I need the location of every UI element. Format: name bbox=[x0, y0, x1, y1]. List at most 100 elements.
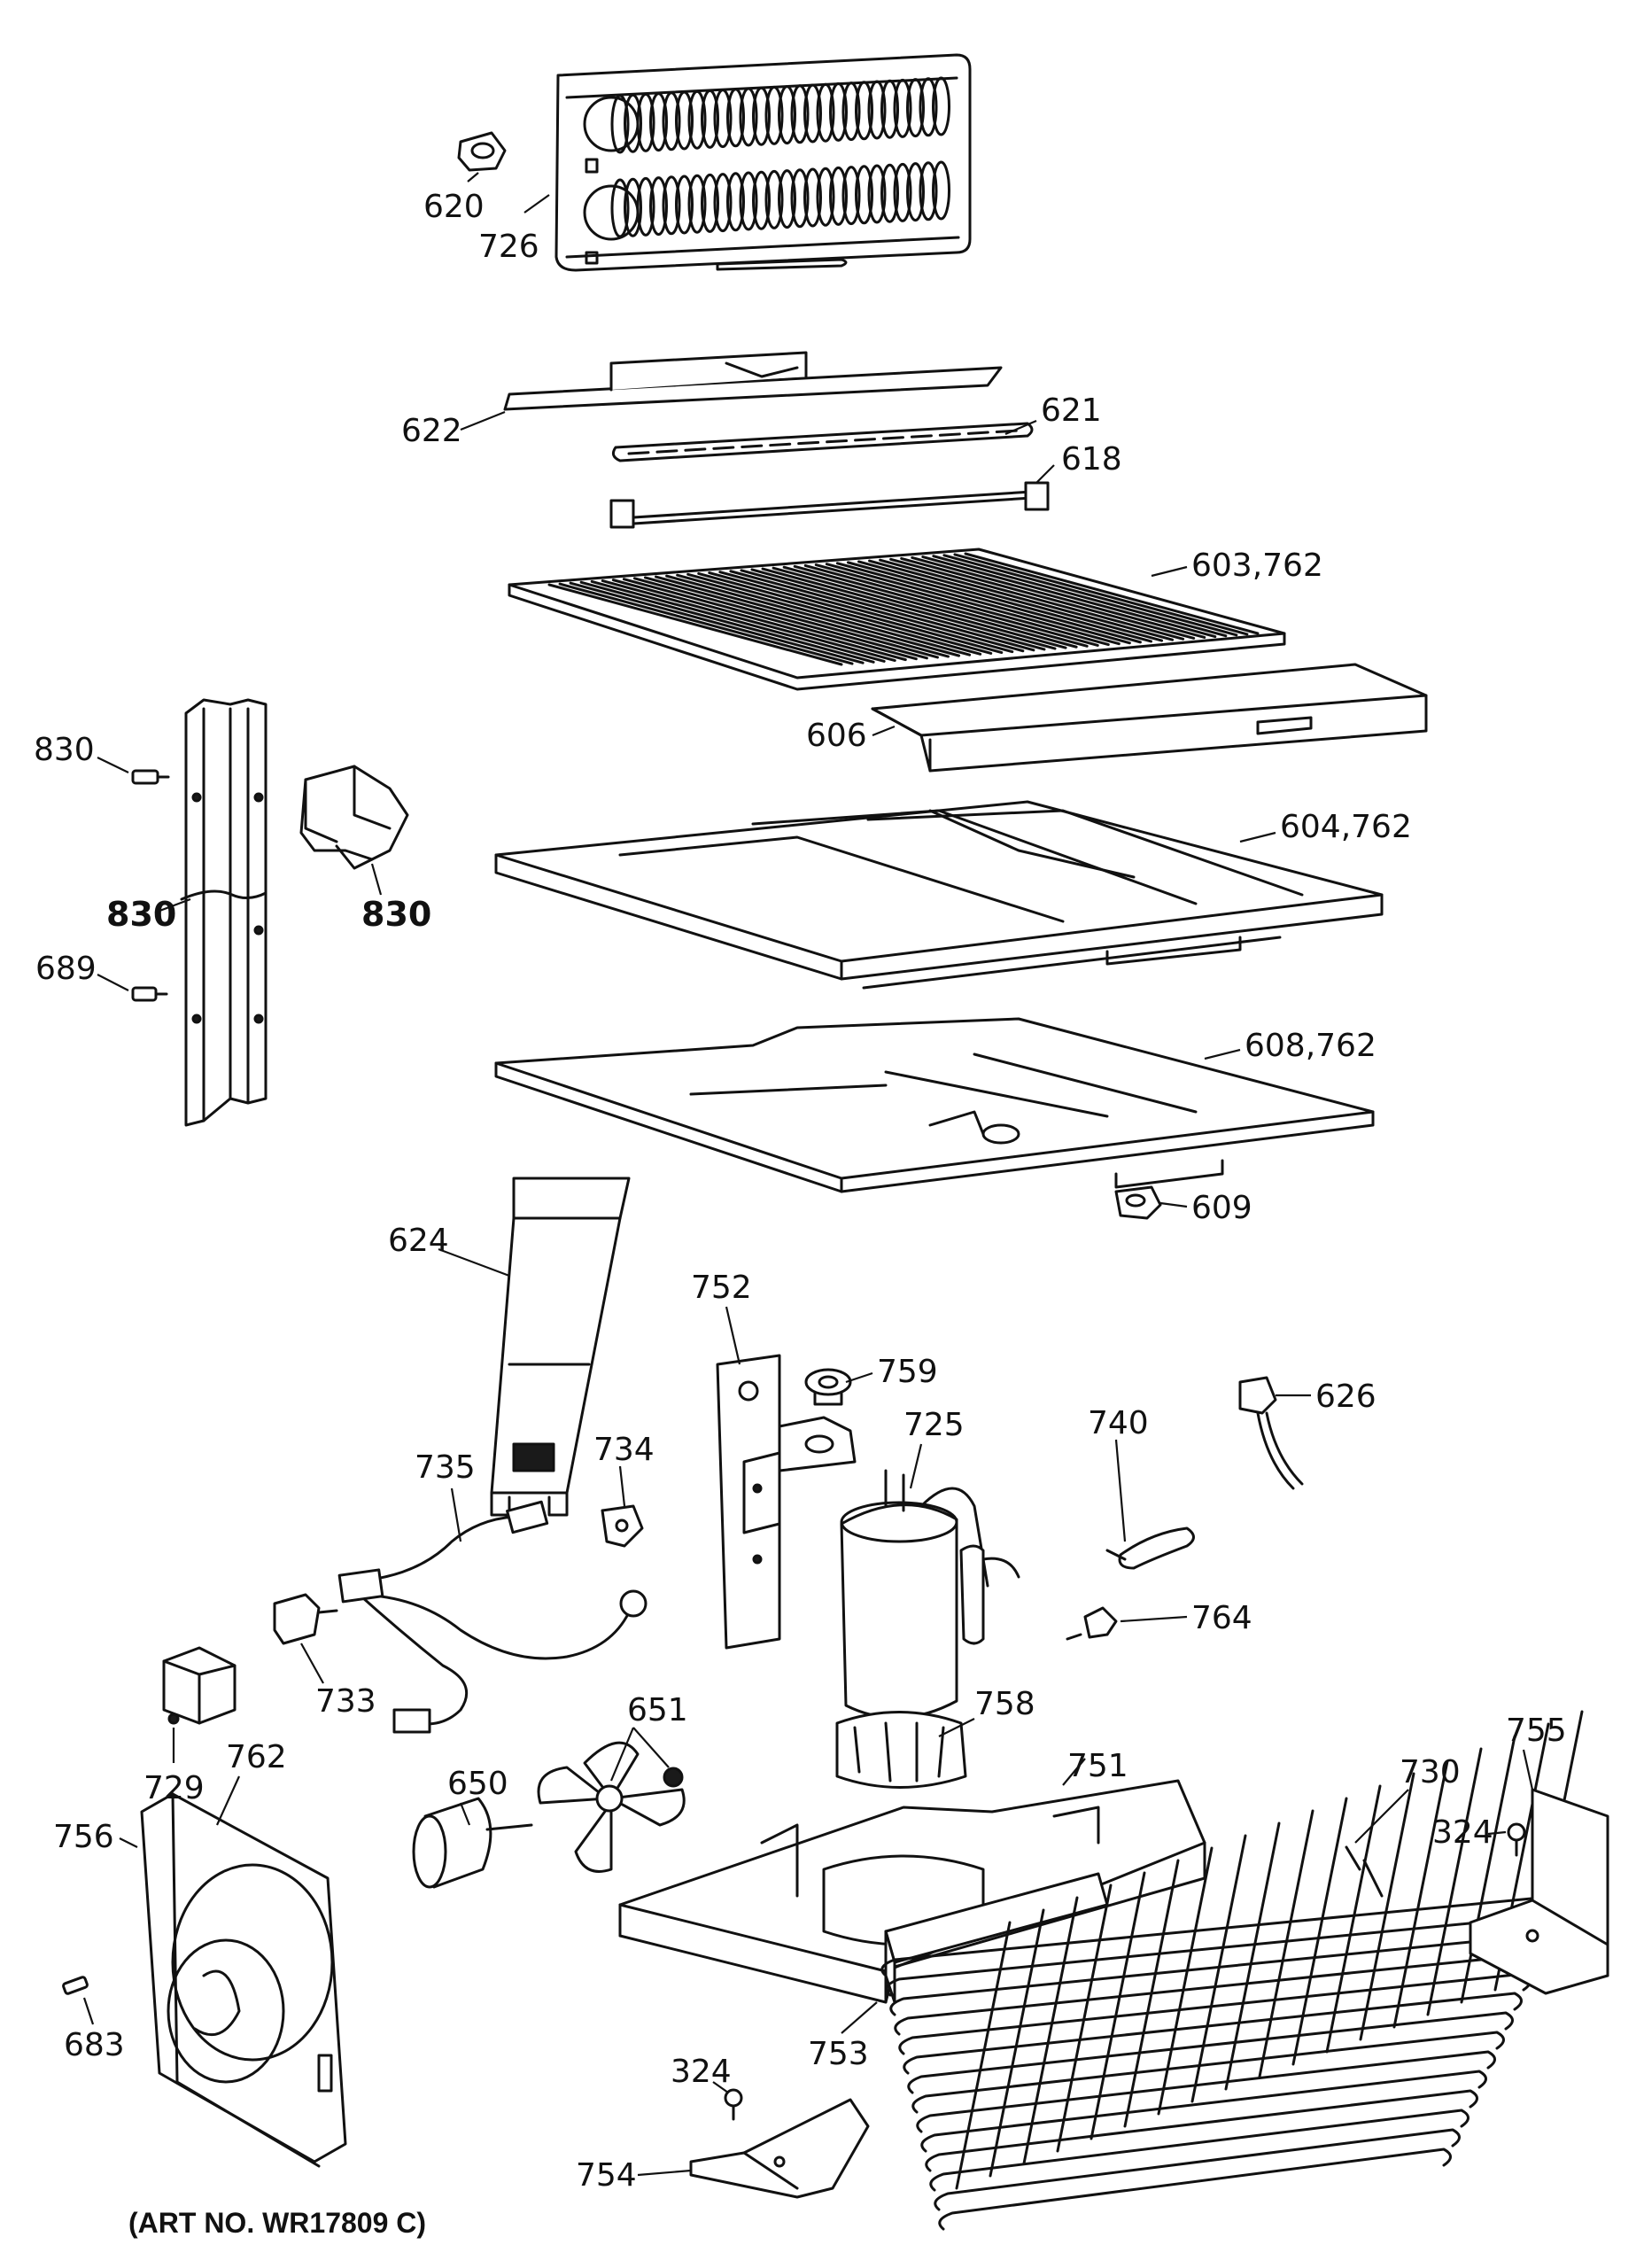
coil-loop bbox=[906, 78, 925, 138]
callout-830-screw: 830 bbox=[34, 732, 95, 768]
clip-764 bbox=[1066, 1606, 1118, 1641]
callout-689: 689 bbox=[35, 951, 97, 987]
callout-758: 758 bbox=[974, 1686, 1035, 1722]
shelf-rib bbox=[611, 579, 907, 662]
coil-loop bbox=[675, 90, 694, 151]
callout-683: 683 bbox=[64, 2027, 125, 2063]
bracket-755 bbox=[1469, 1788, 1609, 1995]
shelf-rib bbox=[857, 560, 1152, 643]
relay-729 bbox=[162, 1646, 237, 1725]
callout-324-top: 324 bbox=[1432, 1814, 1493, 1851]
shelf-rib bbox=[814, 563, 1110, 647]
coil-loop bbox=[829, 166, 848, 226]
condenser-tube bbox=[920, 2070, 1487, 2153]
shelf-rib bbox=[632, 577, 928, 660]
callout-609: 609 bbox=[1191, 1190, 1252, 1226]
callout-324-bottom: 324 bbox=[671, 2054, 732, 2090]
shelf-rib bbox=[547, 583, 843, 666]
callout-729: 729 bbox=[143, 1770, 205, 1806]
shelf-rib bbox=[889, 557, 1185, 641]
shelf-rib bbox=[793, 564, 1089, 648]
heater-618 bbox=[609, 481, 1050, 529]
coil-loop bbox=[649, 176, 668, 237]
coil-loop bbox=[906, 162, 925, 222]
condenser-tube bbox=[911, 2031, 1505, 2114]
coil-loop bbox=[726, 172, 745, 232]
condenser-wire bbox=[1325, 1784, 1382, 2054]
coil-loop bbox=[610, 94, 630, 154]
coil-loop bbox=[841, 166, 861, 226]
shelf-rib bbox=[953, 553, 1249, 636]
condenser-wire bbox=[1157, 1846, 1214, 2116]
overload-626 bbox=[1238, 1376, 1304, 1490]
coil-loop bbox=[713, 173, 733, 233]
callout-604: 604,762 bbox=[1280, 809, 1412, 845]
clip-620 bbox=[457, 131, 507, 172]
coil-loop bbox=[649, 92, 668, 152]
shelf-rib bbox=[750, 568, 1046, 651]
shelf-rib bbox=[846, 561, 1142, 644]
callout-606: 606 bbox=[806, 718, 867, 754]
shelf-rib bbox=[879, 558, 1175, 641]
shelf-rib bbox=[761, 567, 1057, 650]
condenser-wire bbox=[1291, 1797, 1348, 2066]
coil-loop bbox=[701, 89, 719, 149]
coil-loop bbox=[803, 167, 822, 228]
shelf-rib bbox=[686, 572, 982, 656]
compressor-725 bbox=[840, 1469, 1020, 1720]
coil-loop bbox=[675, 175, 694, 235]
coil-loop bbox=[739, 171, 758, 231]
callout-733: 733 bbox=[315, 1683, 376, 1720]
coil-loop bbox=[764, 85, 784, 145]
condenser-wire bbox=[989, 1908, 1045, 2178]
shelf-rib bbox=[665, 574, 961, 657]
condenser-tube bbox=[925, 2089, 1478, 2172]
callout-830-mullion: 830 bbox=[106, 895, 176, 934]
condenser-tube bbox=[934, 2128, 1461, 2211]
channel-606 bbox=[871, 663, 1428, 773]
shelf-rib bbox=[558, 582, 854, 665]
coil-loop bbox=[880, 79, 899, 139]
evaporator-726 bbox=[554, 53, 972, 272]
callout-756: 756 bbox=[53, 1819, 114, 1855]
mount-758 bbox=[835, 1711, 967, 1789]
grommet-759 bbox=[804, 1368, 852, 1406]
shelf-rib bbox=[590, 579, 886, 663]
pan-608 bbox=[494, 1017, 1375, 1193]
coil-loop bbox=[880, 163, 899, 223]
coil-loop bbox=[687, 89, 707, 150]
cover-622 bbox=[503, 351, 1003, 411]
shroud-756 bbox=[140, 1792, 347, 2168]
coil-loop bbox=[790, 168, 810, 229]
condenser-wire bbox=[1258, 1809, 1314, 2078]
shelf-603 bbox=[508, 548, 1286, 691]
coil-loop bbox=[919, 77, 938, 137]
shelf-rib bbox=[740, 569, 1035, 652]
coil-loop bbox=[803, 83, 822, 144]
shelf-rib bbox=[676, 573, 972, 656]
coil-loop bbox=[687, 174, 707, 234]
bracket-752 bbox=[716, 1354, 857, 1650]
shelf-rib bbox=[729, 570, 1025, 653]
callout-755: 755 bbox=[1506, 1713, 1567, 1749]
coil-loop bbox=[701, 173, 719, 233]
condenser-wire bbox=[1190, 1834, 1247, 2103]
callout-762: 762 bbox=[226, 1739, 287, 1775]
spring-740 bbox=[1105, 1526, 1195, 1570]
coil-loop bbox=[932, 76, 950, 136]
harness-735 bbox=[337, 1500, 648, 1734]
callout-618: 618 bbox=[1061, 441, 1122, 478]
shelf-rib bbox=[932, 555, 1228, 638]
condenser-tube bbox=[907, 2011, 1514, 2094]
shelf-rib bbox=[579, 580, 875, 664]
art-number: (ART NO. WR17809 C) bbox=[128, 2207, 426, 2239]
callout-726: 726 bbox=[478, 229, 539, 265]
shelf-rib bbox=[835, 562, 1131, 645]
condenser-wire bbox=[1090, 1871, 1146, 2140]
coil-loop bbox=[726, 88, 745, 148]
shelf-rib bbox=[601, 579, 896, 663]
shelf-rib bbox=[622, 578, 918, 661]
callout-624: 624 bbox=[388, 1223, 449, 1259]
condenser-wire bbox=[1359, 1772, 1415, 2041]
